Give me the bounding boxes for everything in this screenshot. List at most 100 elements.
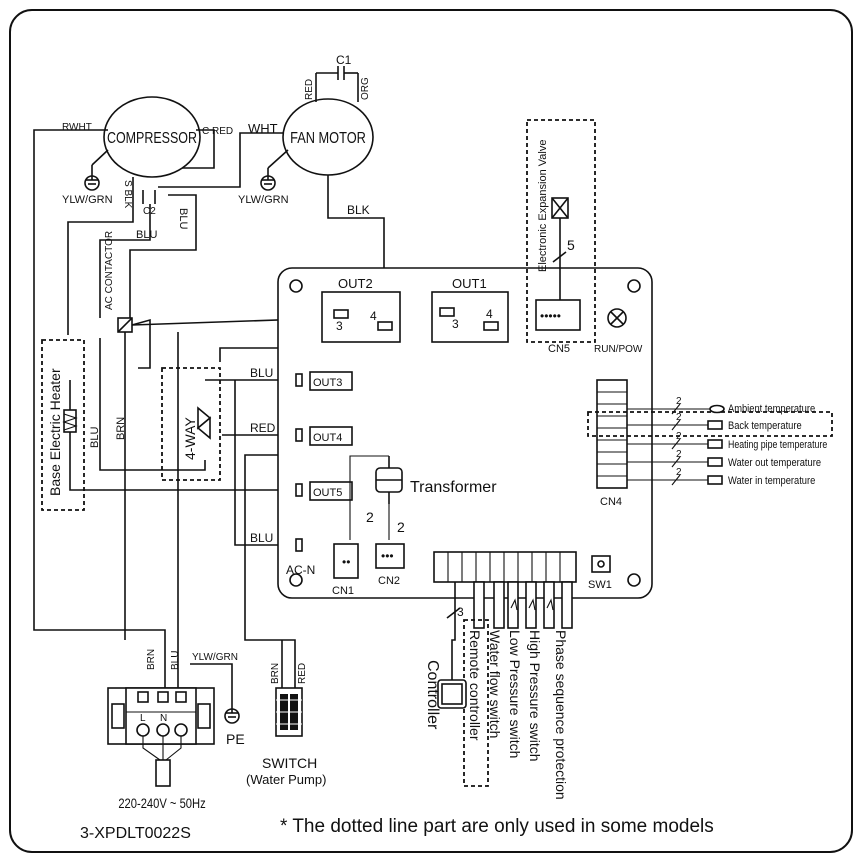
wire-cred-label: C RED bbox=[202, 126, 233, 137]
protection-switch-legs bbox=[451, 581, 573, 680]
wire-rwht-label: RWHT bbox=[62, 122, 92, 133]
wire-fan-blk bbox=[327, 175, 385, 292]
out5-terminal bbox=[309, 481, 353, 501]
terminal-n-label: N bbox=[160, 713, 167, 724]
out1-pin3-connector bbox=[439, 307, 455, 317]
compressor-ground-icon bbox=[84, 165, 100, 191]
wire-red-c1-label: RED bbox=[304, 79, 315, 100]
four-way-dotted-frame bbox=[161, 367, 221, 481]
compressor-label: COMPRESSOR bbox=[107, 130, 197, 148]
out2-pin4-connector bbox=[377, 321, 393, 331]
switch-remote-label: Remote controller bbox=[467, 630, 483, 741]
acn-pin bbox=[295, 538, 303, 552]
pcb-mount-hole-tr bbox=[627, 279, 641, 293]
acn-label: AC-N bbox=[286, 563, 315, 577]
out3-terminal bbox=[309, 371, 353, 391]
power-ylwgrn-label: YLW/GRN bbox=[192, 652, 238, 663]
terminal-l-label: L bbox=[140, 713, 146, 724]
compressor-ground-label: YLW/GRN bbox=[62, 194, 113, 206]
water-pump-switch-icon bbox=[275, 687, 303, 737]
out1-pin3-label: 3 bbox=[452, 317, 459, 331]
sensor-ambient: 2 Ambient temperature bbox=[627, 396, 815, 415]
power-brn-label: BRN bbox=[146, 649, 157, 670]
out4-terminal bbox=[309, 426, 353, 446]
controller-wire-count: 3 bbox=[457, 605, 464, 619]
power-spec-label: 220-240V ~ 50Hz bbox=[118, 796, 205, 811]
wire-contactor-coil bbox=[131, 318, 151, 369]
svg-text:2: 2 bbox=[676, 449, 682, 460]
diagram-frame bbox=[9, 9, 853, 853]
wire-blu-heater-label: BLU bbox=[89, 427, 101, 448]
out1-pin4-label: 4 bbox=[486, 307, 493, 321]
out1-relay bbox=[431, 291, 509, 343]
out2-label: OUT2 bbox=[338, 276, 373, 291]
fan-motor-label: FAN MOTOR bbox=[290, 130, 366, 148]
cn1-label: CN1 bbox=[332, 585, 354, 597]
sensor-water-out: 2 Water out temperature bbox=[627, 449, 821, 469]
out2-pin3-label: 3 bbox=[336, 319, 343, 333]
eev-wire-slash bbox=[552, 251, 567, 263]
out5-pin bbox=[295, 483, 303, 497]
power-cord-l bbox=[142, 736, 161, 761]
cn2-dots: ••• bbox=[381, 549, 394, 563]
sensor-water-in: 2 Water in temperature bbox=[627, 467, 816, 487]
switch-water-flow-label: Water flow switch bbox=[487, 630, 503, 738]
switch-phase-label: Phase sequence protection bbox=[553, 630, 569, 800]
compressor bbox=[103, 96, 201, 178]
pcb-mount-hole-bl bbox=[289, 573, 303, 587]
cn5-dots: ••••• bbox=[540, 309, 561, 323]
out4-label: OUT4 bbox=[313, 432, 342, 444]
sensor-back-label: Back temperature bbox=[728, 420, 802, 432]
wire-brn-label-1: BRN bbox=[115, 417, 127, 440]
cn5-connector bbox=[535, 299, 581, 331]
wire-blu-contactor bbox=[99, 204, 151, 318]
heater-label: Base Electric Heater bbox=[47, 368, 63, 496]
cn2-label: CN2 bbox=[378, 575, 400, 587]
out4-pin bbox=[295, 428, 303, 442]
eev-label: Electronic Expansion Valve bbox=[537, 140, 549, 272]
wire-pe bbox=[190, 663, 233, 706]
out3-label: OUT3 bbox=[313, 377, 342, 389]
eev-coil-icon bbox=[551, 197, 569, 219]
sensor-heating-pipe: 2 Heating pipe temperature bbox=[627, 431, 828, 451]
cn4-connector bbox=[596, 379, 628, 489]
wire-blu-out3-label: BLU bbox=[250, 366, 273, 380]
transformer-label: Transformer bbox=[410, 479, 497, 496]
ac-contactor-label: AC CONTACTOR bbox=[104, 231, 115, 310]
protection-connector-pins bbox=[447, 552, 561, 582]
wire-rwht bbox=[33, 129, 166, 688]
sw1-label: SW1 bbox=[588, 579, 612, 591]
out1-pin4-connector bbox=[483, 321, 499, 331]
wire-four-way-n bbox=[99, 455, 206, 471]
eev-dotted-frame bbox=[526, 119, 596, 343]
sensor-ambient-label: Ambient temperature bbox=[728, 403, 815, 415]
switch-sub-label: (Water Pump) bbox=[246, 772, 326, 787]
pe-label: PE bbox=[226, 731, 245, 747]
dotted-line-note: * The dotted line part are only used in … bbox=[280, 816, 714, 837]
heater-dotted-frame bbox=[41, 339, 85, 511]
capacitor-c1-icon bbox=[315, 66, 359, 102]
switch-high-pressure-label: High Pressure switch bbox=[527, 630, 543, 762]
svg-text:2: 2 bbox=[676, 396, 682, 407]
controller-label: Controller bbox=[424, 660, 441, 730]
svg-text:2: 2 bbox=[676, 431, 682, 442]
pcb-board bbox=[277, 267, 653, 599]
wire-blk-label: BLK bbox=[347, 203, 370, 217]
wire-blu-right bbox=[129, 194, 197, 318]
run-pow-label: RUN/POW bbox=[594, 344, 643, 355]
out2-pin4-label: 4 bbox=[370, 309, 377, 323]
capacitor-c2-icon bbox=[142, 190, 156, 204]
power-terminal-block bbox=[107, 687, 215, 745]
eev-wire-count: 5 bbox=[567, 237, 575, 253]
switch-brn-label: BRN bbox=[270, 663, 281, 684]
wire-blu-label-1: BLU bbox=[136, 229, 157, 241]
pcb-mount-hole-tl bbox=[289, 279, 303, 293]
switch-red-label: RED bbox=[297, 663, 308, 684]
switch-low-pressure-label: Low Pressure switch bbox=[507, 630, 523, 758]
wire-blu-acn-label: BLU bbox=[250, 531, 273, 545]
cn2-connector bbox=[375, 543, 405, 569]
fan-ground-label: YLW/GRN bbox=[238, 194, 289, 206]
compressor-ground-wire bbox=[91, 149, 109, 166]
wire-org-label: ORG bbox=[360, 77, 371, 100]
